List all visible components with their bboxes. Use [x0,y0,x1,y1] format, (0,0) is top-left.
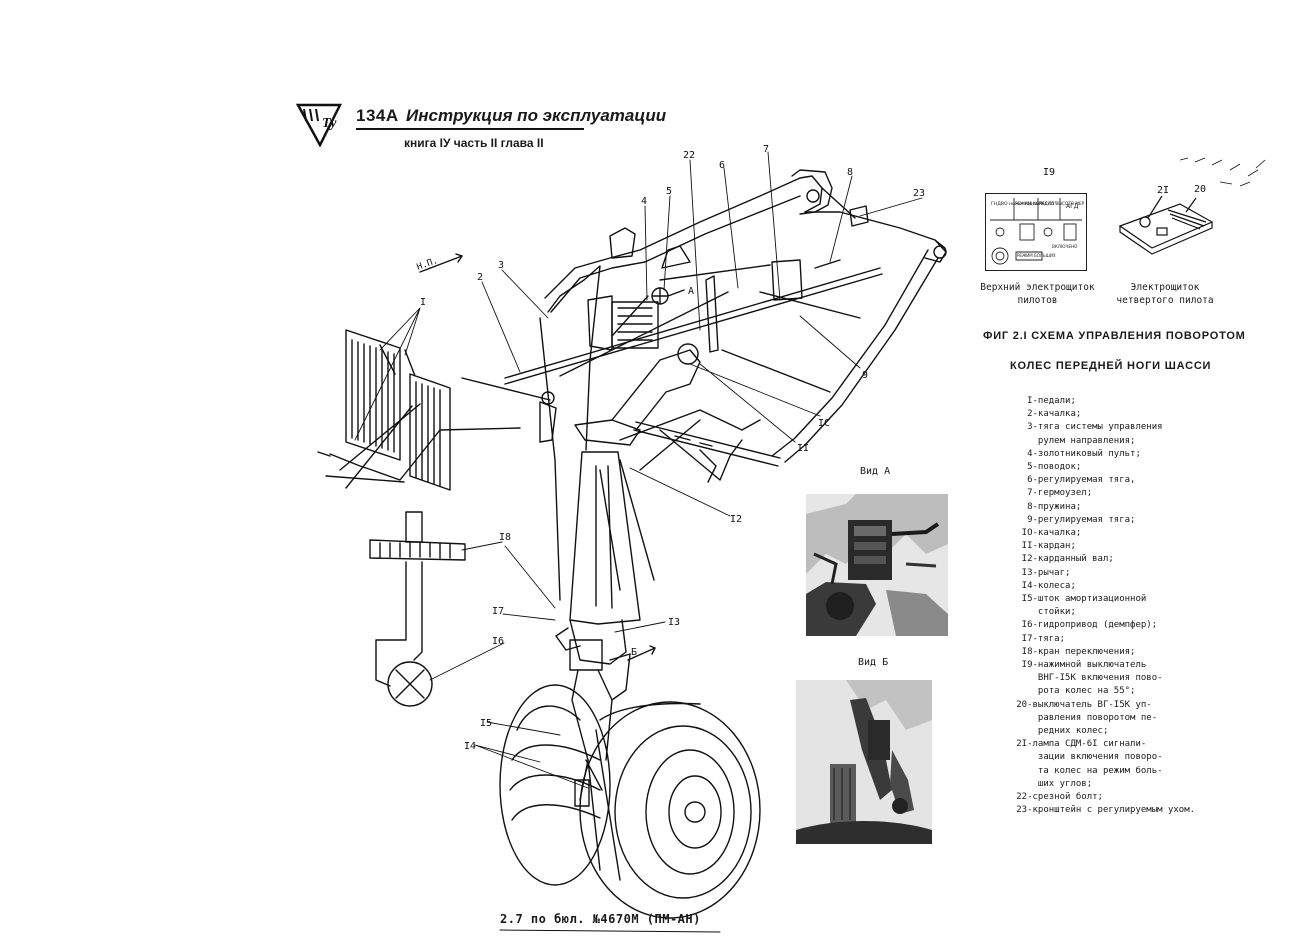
panel-cell-1: ГНДВО ниже подсвет [991,201,1044,207]
callout-4: 4 [641,196,647,207]
logo-text: Ту [322,116,337,131]
legend-item: 6-регулируемая тяга, [1000,475,1136,486]
legend-item: IO-качалка; [1000,528,1082,539]
legend-item: I7-тяга; [1000,633,1066,644]
direction-np-label: Н.П. [416,256,440,273]
panel-cell-2: РЕЖИМ КОЛЕС 55° [1015,201,1057,206]
legend-item: I6-гидропривод (демпфер); [1000,620,1158,631]
legend-item: 22-срезной болт; [1000,792,1103,803]
panel-cell-3: РАДИО ВЫСОТО МЕР [1039,201,1085,206]
view-a-photo [806,494,948,636]
legend-item: I3-рычаг; [1000,567,1071,578]
legend-item: I2-карданный вал; [1000,554,1114,565]
document-title: Инструкция по эксплуатации [406,106,667,125]
changeover-valve [369,511,466,707]
callout-14: I4 [464,741,476,752]
upper-frame [544,169,947,463]
callout-10: IC [818,418,830,429]
legend-item: 2-качалка; [1000,409,1082,420]
header-rule [356,128,584,130]
panel-bottom-label-1: РЕЖИМ БОЛЬШИХ [1017,253,1056,258]
legend-item: 20-выключатель ВГ-I5К уп- [1000,699,1152,710]
callout-7: 7 [763,144,769,155]
legend-item: редних колес; [1000,726,1109,737]
legend-item: стойки; [1000,607,1076,618]
callout-21: 2I [1157,185,1169,196]
legend-item: 4-золотниковый пульт; [1000,448,1141,459]
panel-bottom-label-2: ВКЛЮЧЕНО [1052,244,1078,249]
callout-6: 6 [719,160,725,171]
footer-underline [499,929,721,933]
legend-item: 8-пружина; [1000,501,1082,512]
callout-labels: I 2 3 4 5 6 7 8 9 IC II I2 I3 I4 I5 I6 I… [416,144,1206,752]
callout-5: 5 [666,186,672,197]
legend-item: II-кардан; [1000,541,1076,552]
callout-22: 22 [683,150,695,161]
legend-item: 5-поводок; [1000,462,1082,473]
legend-item: та колес на режим боль- [1000,765,1163,776]
tu-logo: Ту [296,103,343,147]
callout-12: I2 [730,514,742,525]
flight-engineer-panel-sketch [1118,157,1266,255]
callout-3: 3 [498,260,504,271]
panel-cell-4: АГД [1066,203,1079,210]
direction-arrows [419,253,685,661]
nose-wheels [499,684,761,919]
main-strut [539,265,781,807]
callout-15: I5 [480,718,492,729]
legend-item: 2I-лампа СДМ-6I сигнали- [1000,739,1147,750]
legend-item: 9-регулируемая тяга; [1000,514,1136,525]
pilot-overhead-panel-drawing: ГНДВО ниже подсвет РЕЖИМ КОЛЕС 55° РАДИО… [990,198,1085,265]
steering-valve-unit [587,287,669,351]
callout-9: 9 [862,370,868,381]
legend-item: I5-шток амортизационной [1000,594,1147,605]
legend-item: рота колес на 55°; [1000,686,1136,697]
legend-item: ВНГ-I5К включения пово- [1000,673,1163,684]
figure-title-line-1: ФИГ 2.I СХЕМА УПРАВЛЕНИЯ ПОВОРОТОМ [983,330,1246,342]
legend-item: 3-тяга системы управления [1000,422,1163,433]
legend-item: I9-нажимной выключатель [1000,660,1147,671]
callout-18: I8 [499,532,511,543]
leader-lines [354,151,923,789]
view-b-photo-image [796,680,932,844]
legend-item: ших углов; [1000,778,1093,789]
legend-item: зации включения поворо- [1000,752,1163,763]
legend-item: 23-кронштейн с регулируемым ухом. [1000,805,1196,816]
legend-item: 7-гермоузел; [1000,488,1093,499]
parts-legend: I-педали; 2-качалка; 3-тяга системы упра… [1000,395,1200,818]
direction-b-label: Б [631,647,637,658]
bulletin-note: 2.7 по бюл. №4670М (ПМ-АН) [500,912,701,926]
callout-1: I [420,297,426,308]
callout-13: I3 [668,617,680,628]
callout-11: II [797,443,809,454]
legend-item: равления поворотом пе- [1000,712,1158,723]
callout-2: 2 [477,272,483,283]
callout-16: I6 [492,636,504,647]
pedal-assembly [317,329,557,491]
control-rods [504,264,883,393]
callout-8: 8 [847,167,853,178]
callout-20: 20 [1194,184,1206,195]
flight-engineer-panel-caption: Электрощиток четвертого пилота [1116,282,1214,306]
view-a-label: Вид А [860,466,891,477]
direction-a-label: А [688,286,694,297]
callout-23: 23 [913,188,925,199]
document-subtitle: книга IУ часть II глава II [404,136,544,150]
pilot-panel-caption: Верхний электрощиток пилотов [980,282,1095,306]
figure-title-line-2: КОЛЕС ПЕРЕДНЕЙ НОГИ ШАССИ [1010,360,1212,372]
legend-item: I-педали; [1000,396,1076,406]
pilot-overhead-panel: ГНДВО ниже подсвет РЕЖИМ КОЛЕС 55° РАДИО… [985,193,1087,271]
view-a-photo-image [806,494,948,636]
callout-17: I7 [492,606,504,617]
legend-item: I4-колеса; [1000,580,1076,591]
legend-item: I8-кран переключения; [1000,646,1136,657]
callout-19: I9 [1043,167,1055,178]
view-b-photo [796,680,932,844]
legend-item: рулем направления; [1000,435,1136,446]
view-b-label: Вид Б [858,657,889,668]
aircraft-model: 134А [356,106,399,125]
